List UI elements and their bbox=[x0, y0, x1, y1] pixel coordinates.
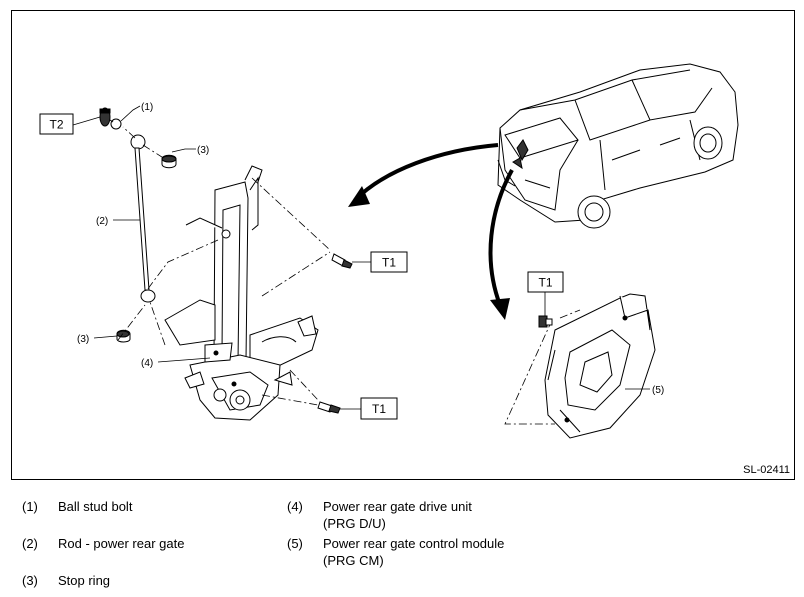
legend-num-3: (3) bbox=[22, 573, 38, 588]
exploded-parts-diagram: T2 T1 T1 T1 (1) (3) (2) (3) (4) (5) bbox=[39, 63, 739, 439]
legend-text-4a: Power rear gate drive unit bbox=[323, 499, 472, 514]
torque-ref-t2: T2 bbox=[39, 113, 74, 135]
legend-text-5b: (PRG CM) bbox=[323, 553, 384, 568]
svg-text:T1: T1 bbox=[382, 256, 396, 270]
svg-text:T1: T1 bbox=[372, 402, 386, 416]
callout-2: (2) bbox=[96, 216, 108, 227]
legend-text-3: Stop ring bbox=[58, 573, 111, 588]
legend-num-5: (5) bbox=[287, 536, 303, 551]
torque-ref-t1-module: T1 bbox=[527, 271, 564, 293]
legend-text-1: Ball stud bolt bbox=[58, 499, 133, 514]
vehicle-illustration bbox=[497, 63, 739, 229]
legend-text-5a: Power rear gate control module bbox=[323, 536, 505, 551]
figure-frame bbox=[11, 10, 795, 480]
arrow-to-drive-unit bbox=[353, 143, 499, 202]
callout-4: (4) bbox=[141, 358, 153, 369]
svg-text:T1: T1 bbox=[538, 276, 552, 290]
legend-text-2: Rod - power rear gate bbox=[58, 536, 185, 551]
rod-power-rear-gate bbox=[130, 134, 156, 303]
power-rear-gate-control-module bbox=[544, 293, 656, 439]
callout-3-lower: (3) bbox=[77, 334, 89, 345]
stop-ring-lower bbox=[116, 329, 131, 343]
callout-1: (1) bbox=[141, 102, 153, 113]
figure-id: SL-02411 bbox=[743, 464, 790, 476]
ball-stud-bolt bbox=[99, 107, 122, 130]
legend-num-1: (1) bbox=[22, 499, 38, 514]
power-rear-gate-drive-unit bbox=[164, 165, 319, 421]
callout-3-upper: (3) bbox=[197, 145, 209, 156]
drive-unit-bolt-lower bbox=[317, 401, 341, 414]
leader-lines bbox=[72, 105, 650, 410]
stop-ring-upper bbox=[161, 154, 177, 169]
assembly-lines bbox=[117, 126, 581, 425]
legend-num-4: (4) bbox=[287, 499, 303, 514]
legend-num-2: (2) bbox=[22, 536, 38, 551]
torque-ref-t1-bolt-left: T1 bbox=[370, 251, 408, 273]
callout-5: (5) bbox=[652, 385, 664, 396]
torque-ref-t1-bolt-lower: T1 bbox=[360, 397, 398, 420]
svg-text:T2: T2 bbox=[49, 118, 63, 132]
drive-unit-bolt-left bbox=[331, 253, 353, 269]
arrow-to-control-module bbox=[488, 169, 514, 306]
legend-text-4b: (PRG D/U) bbox=[323, 516, 386, 531]
control-module-bolt bbox=[538, 315, 553, 328]
